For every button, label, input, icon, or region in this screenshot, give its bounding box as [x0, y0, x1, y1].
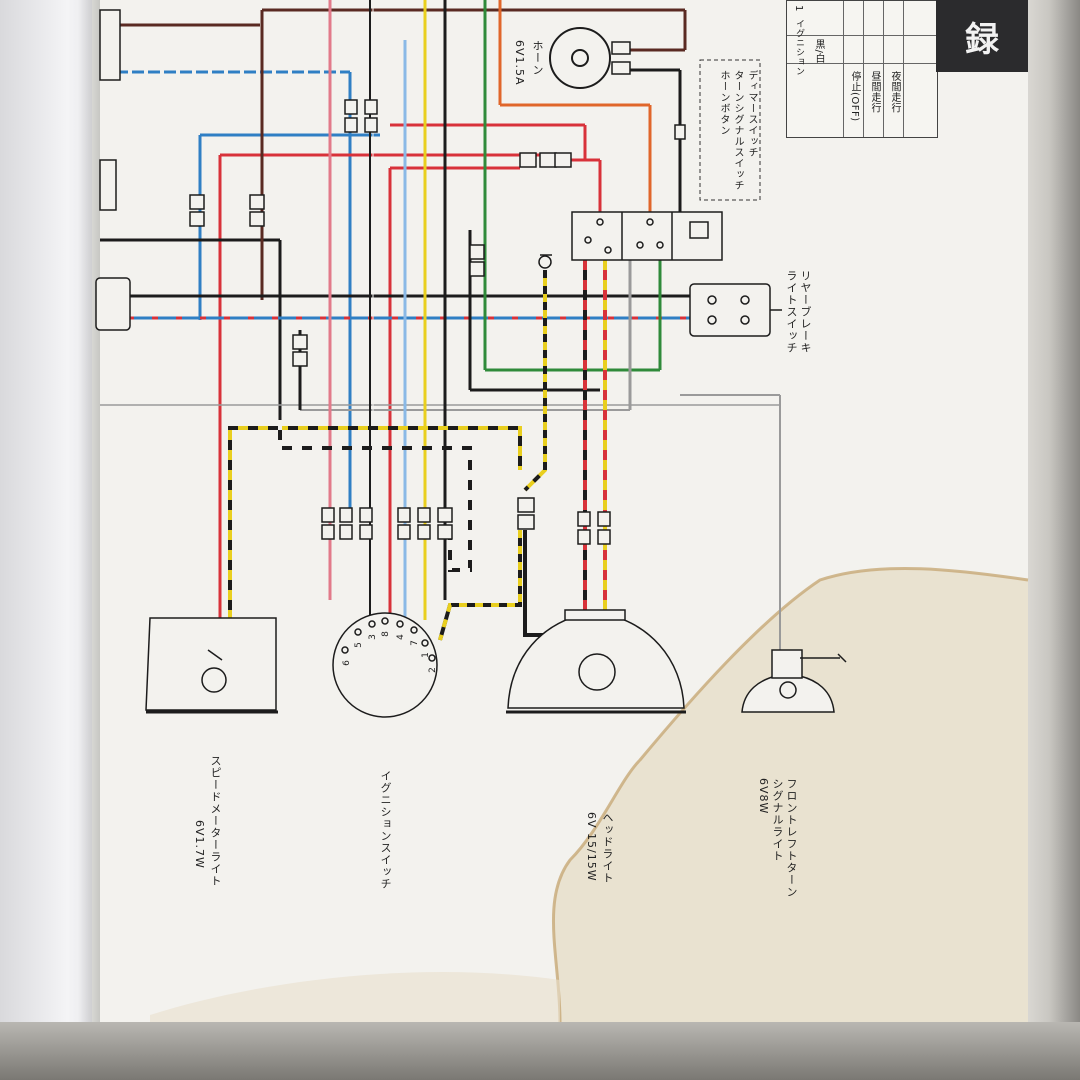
bulb-icon	[578, 653, 616, 691]
horn-spec: 6V1.5A	[513, 40, 526, 86]
rear-brake-switch	[689, 283, 782, 337]
page-stack-edge	[1028, 0, 1080, 1080]
switch-dashed-outline	[699, 59, 761, 201]
ignition-switch	[332, 612, 438, 718]
left-page	[0, 0, 96, 1080]
ignition-terminal-2: 2	[427, 667, 438, 673]
water-stain-low	[150, 972, 560, 1022]
ignition-terminal-8: 8	[380, 631, 391, 637]
horn-spec-label: 6V1.5A	[512, 40, 526, 86]
speedometer-name: スピードメーターライト	[209, 755, 222, 887]
horn-name: ホーン	[531, 40, 544, 76]
front-left-turn-label-1: フロントレフトターン	[785, 778, 798, 898]
handlebar-switch	[571, 211, 723, 261]
ignition-terminal-6: 6	[341, 660, 352, 666]
water-stain	[553, 568, 1028, 1022]
headlight-name: ヘッドライト	[601, 812, 614, 884]
connector-icon	[189, 99, 686, 545]
ground-icon	[538, 254, 552, 269]
horn-icon	[549, 27, 631, 89]
turn-signal-switch-label: ターンシグナルスイッチ	[732, 70, 743, 191]
table-col-ignition: イグニション	[794, 19, 804, 76]
ignition-terminal-7: 7	[409, 640, 420, 646]
legend-table: 1 イグニション 黒/白 停止(OFF) 昼間走行 夜間走行	[786, 0, 938, 138]
bulb-icon	[779, 681, 797, 699]
ignition-terminal-4: 4	[395, 634, 406, 640]
speedometer-spec: 6V1.7W	[193, 820, 206, 869]
table-row-day: 昼間走行	[869, 71, 880, 113]
headlight	[506, 609, 686, 714]
horn-button-label: ホーンボタン	[718, 70, 729, 136]
front-left-turn-label-2: シグナルライト	[771, 778, 784, 862]
rear-brake-label-2: ライトスイッチ	[785, 270, 798, 354]
binding-shadow	[78, 0, 100, 1080]
table-row-off: 停止(OFF)	[849, 71, 860, 122]
ignition-switch-label: イグニションスイッチ	[379, 770, 392, 890]
water-stain-edge	[551, 566, 1029, 1023]
headlight-spec: 6V 15/15W	[585, 812, 598, 882]
horn-label: ホーン	[530, 40, 544, 76]
speedometer-light	[145, 617, 278, 714]
table-row-night: 夜間走行	[889, 71, 900, 113]
front-left-turn-spec: 6V8W	[757, 778, 770, 815]
front-left-turn-signal	[741, 649, 847, 713]
dimmer-switch-label: ディマースイッチ	[746, 70, 757, 158]
ignition-terminal-1: 1	[420, 652, 431, 658]
ignition-terminal-3: 3	[367, 634, 378, 640]
table-col-number: 1	[793, 5, 804, 12]
left-component-box	[99, 9, 121, 81]
section-tab: 録	[936, 0, 1028, 72]
rear-brake-label-1: リヤーブレーキ	[799, 270, 812, 354]
table-color-label: 黒/白	[813, 39, 824, 64]
ignition-terminal-5: 5	[353, 642, 364, 648]
table-surface	[0, 1022, 1080, 1080]
bulb-icon	[201, 667, 227, 693]
